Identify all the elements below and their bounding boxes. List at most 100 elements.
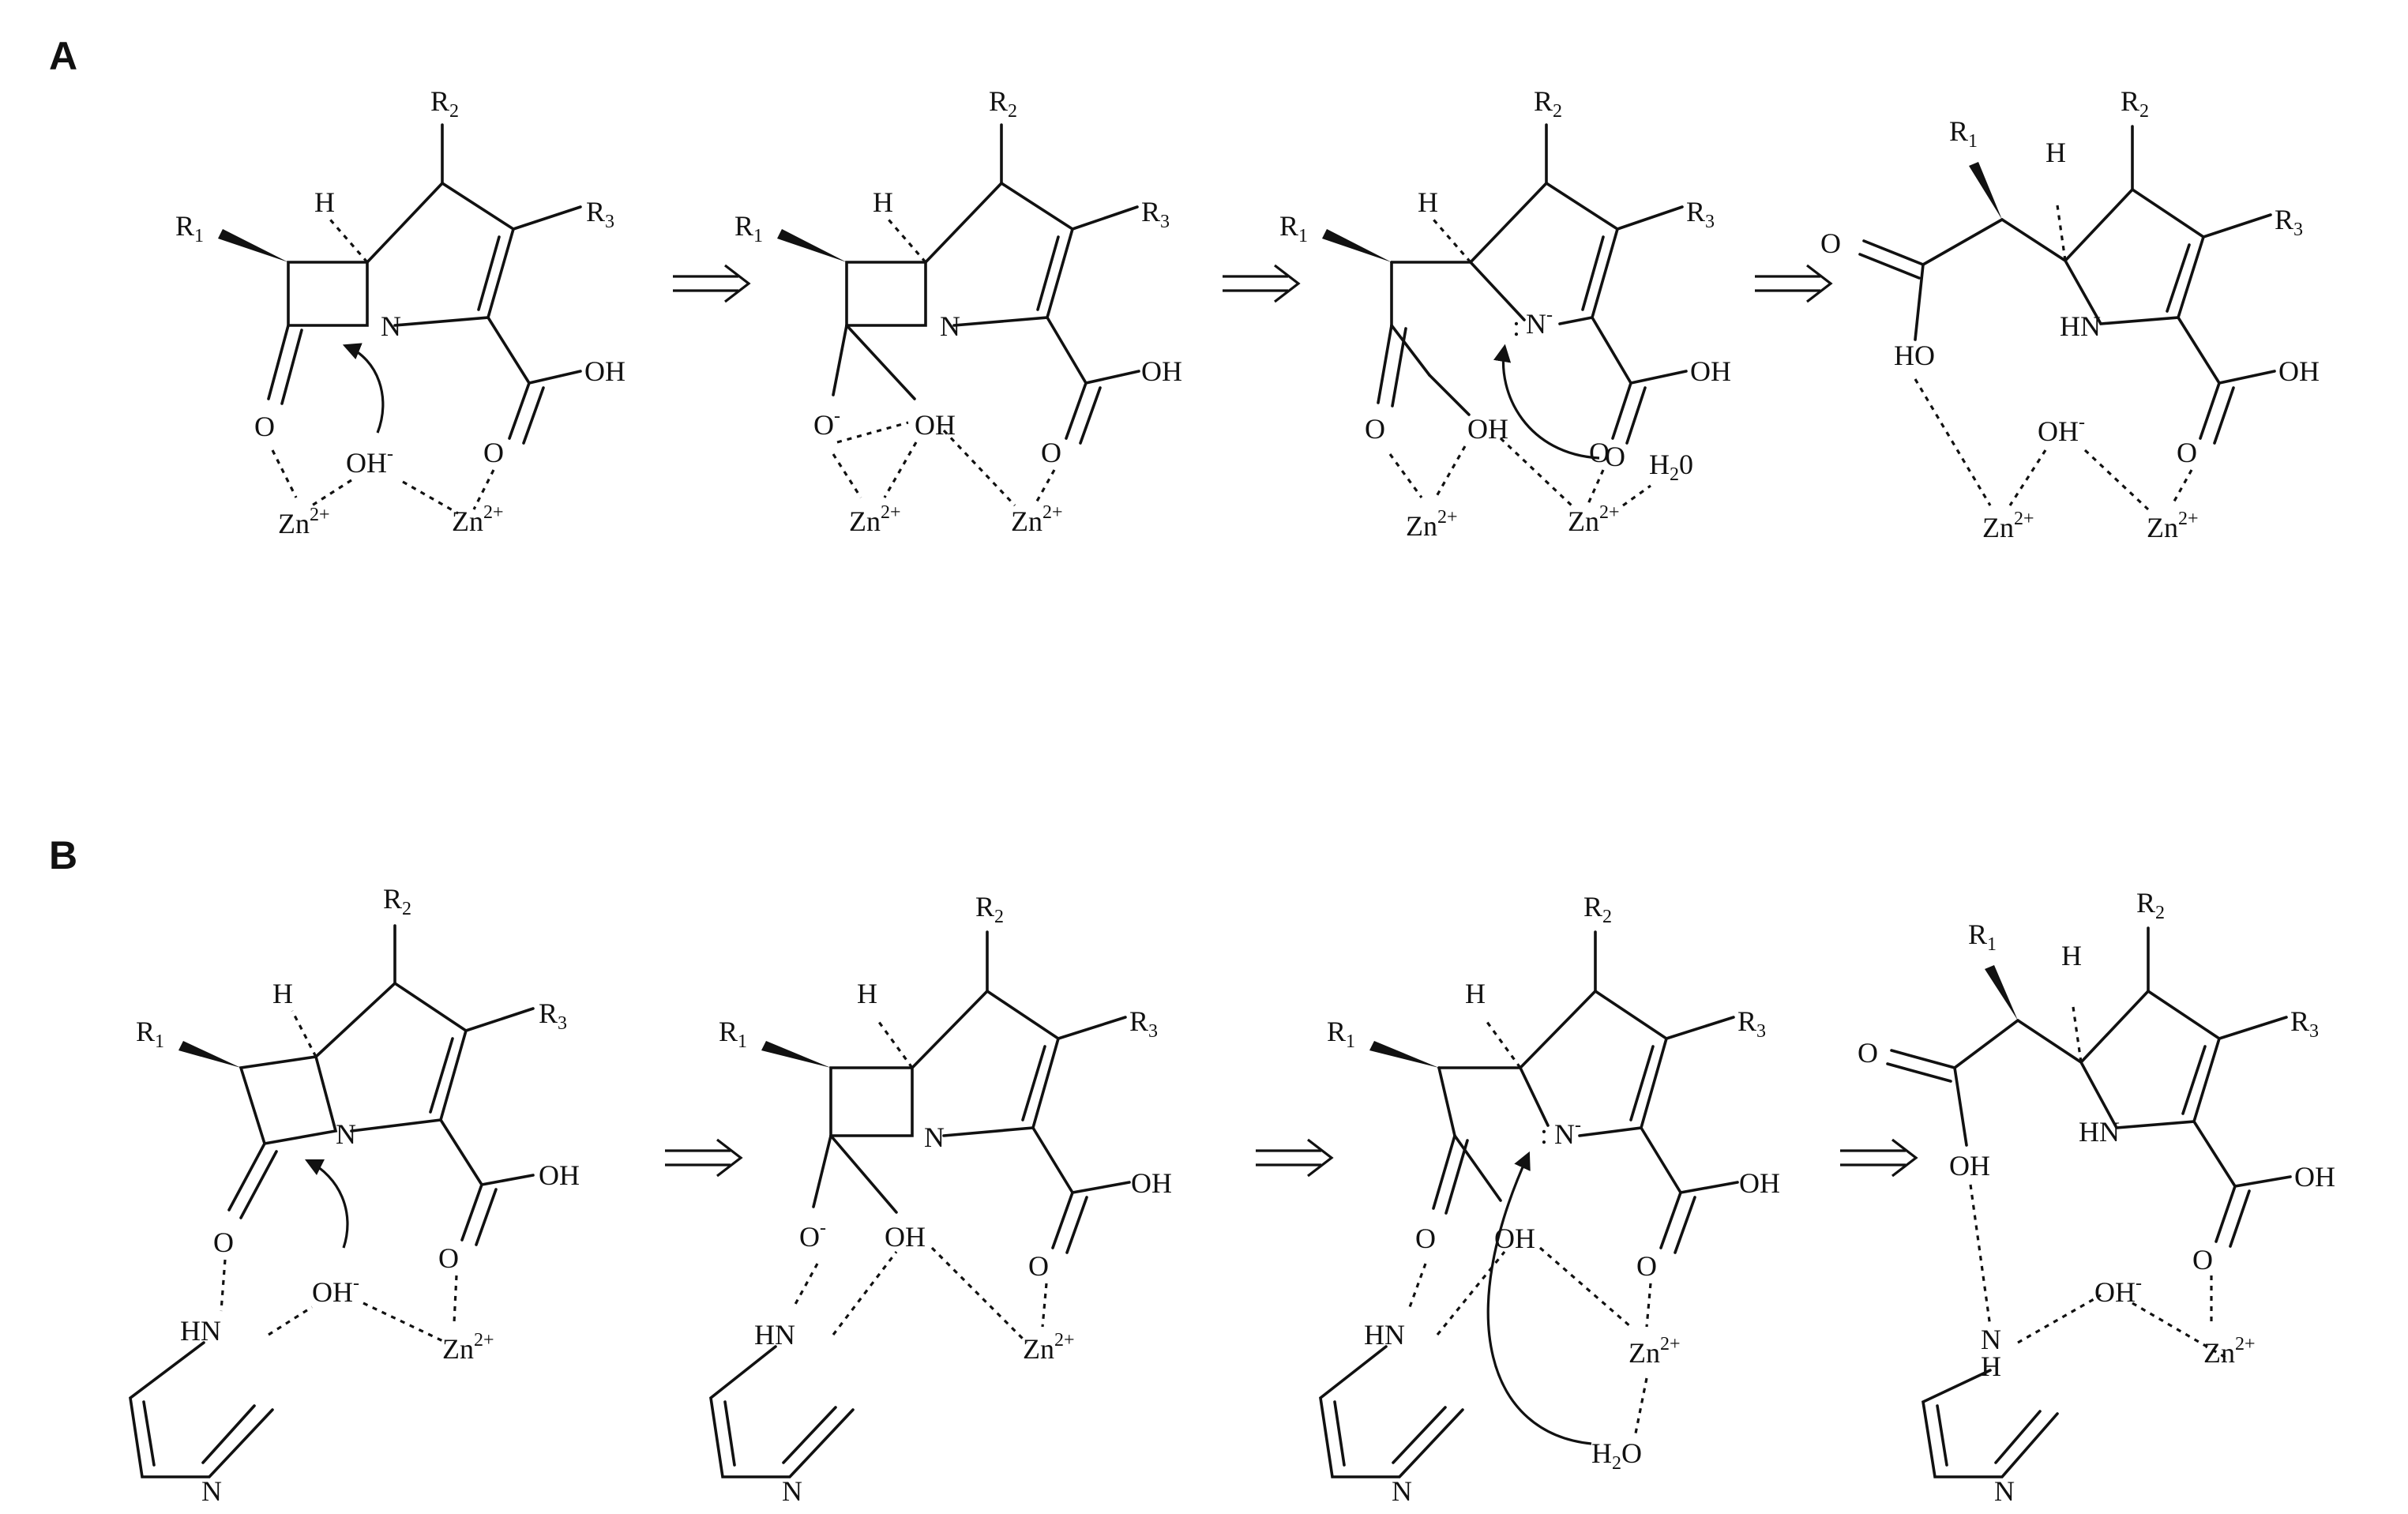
atom-h: H: [2061, 940, 2082, 971]
atom-hydroxide: OH-: [346, 444, 393, 479]
atom-carboxyl-oh: OH: [1131, 1167, 1172, 1199]
atom-h: H: [314, 186, 335, 218]
atom-h: H: [857, 978, 877, 1009]
atom-carboxyl-o: O: [1636, 1250, 1657, 1282]
structure-b3: R1 R2 R3 H : N- OH O O OH HN N Zn2+ H2O: [1319, 891, 1780, 1507]
atom-hydroxyl: OH: [885, 1221, 926, 1253]
panel-label-a: A: [49, 34, 77, 78]
structure-b4: R1 R2 R3 H HN OH O O OH OH- N H N Zn2+: [1858, 887, 2335, 1507]
atom-r2: R2: [1534, 85, 1562, 122]
atom-r3: R3: [1686, 196, 1715, 232]
atom-zn: Zn2+: [1023, 1330, 1075, 1365]
atom-imidazole-n: N: [782, 1475, 802, 1507]
atom-carboxyl-oh: OH: [2294, 1161, 2335, 1193]
structure-a3: R1 R2 R3 H : N- OH O O OH O H20 Zn2+ Zn2…: [1279, 85, 1731, 542]
atom-water-o: O: [1605, 441, 1625, 472]
atom-carboxyl-oh: OH: [1690, 355, 1731, 387]
atom-n: N: [924, 1121, 945, 1153]
atom-r2: R2: [383, 883, 411, 919]
atom-r1: R1: [719, 1016, 747, 1052]
reaction-arrow: [1755, 264, 1833, 303]
atom-hydroxide: OH-: [2094, 1273, 2142, 1308]
reaction-arrow: [1256, 1138, 1334, 1178]
atom-r1: R1: [175, 210, 204, 246]
atom-imidazole-nh: HN: [1364, 1319, 1405, 1351]
atom-r3: R3: [2275, 204, 2303, 240]
atom-h: H: [2045, 137, 2066, 168]
atom-r3: R3: [539, 997, 567, 1034]
atom-r1: R1: [136, 1016, 164, 1052]
atom-imidazole-n: N: [1994, 1475, 2015, 1507]
atom-carboxyl-o: O: [483, 437, 504, 468]
atom-zn: Zn2+: [1628, 1334, 1681, 1369]
atom-acid-o: O: [1820, 227, 1841, 259]
atom-h: H: [272, 978, 293, 1009]
structure-b1: R1 R2 R3 H N OH O O OH- HN N Zn2+: [129, 883, 580, 1507]
atom-ring-nh: HN: [2060, 310, 2101, 342]
atom-zn: Zn2+: [2203, 1334, 2256, 1369]
atom-h: H: [1465, 978, 1486, 1009]
atom-acid-o: O: [1858, 1037, 1878, 1069]
atom-h: H: [873, 186, 893, 218]
atom-imidazole-nh: HN: [754, 1319, 795, 1351]
panel-label-b: B: [49, 833, 77, 877]
atom-hydroxide: OH-: [312, 1273, 359, 1308]
atom-carboxyl-o: O: [2192, 1244, 2213, 1275]
atom-ring-nh: HN: [2079, 1116, 2120, 1148]
atom-carboxyl-o: O: [1028, 1250, 1049, 1282]
structure-b2: R1 R2 R3 H N OH O O- OH HN N Zn2+: [709, 891, 1172, 1507]
atom-n: N: [381, 310, 401, 342]
atom-carboxyl-o: O: [1041, 437, 1061, 468]
atom-r1: R1: [734, 210, 763, 246]
atom-acid-o: O: [1365, 413, 1385, 445]
atom-zn: Zn2+: [849, 502, 901, 537]
atom-imidazole-n: N: [1392, 1475, 1412, 1507]
atom-imidazole-n-top: N: [1981, 1324, 2001, 1355]
atom-carboxyl-oh: OH: [539, 1159, 580, 1191]
reaction-arrow: [665, 1138, 743, 1178]
atom-zn: Zn2+: [1568, 502, 1620, 537]
atom-alkoxide: O-: [799, 1218, 826, 1253]
reaction-arrow: [1840, 1138, 1918, 1178]
atom-h: H: [1418, 186, 1438, 218]
atom-n: N-: [1554, 1115, 1581, 1150]
atom-r2: R2: [975, 891, 1004, 927]
atom-water: H2O: [1591, 1437, 1642, 1474]
atom-imidazole-nh: HN: [180, 1315, 221, 1347]
atom-n: N-: [1526, 305, 1553, 340]
atom-r3: R3: [1129, 1005, 1158, 1042]
atom-r3: R3: [1737, 1005, 1766, 1042]
atom-lone-pair: :: [1512, 310, 1520, 342]
atom-carboxyl-oh: OH: [1739, 1167, 1780, 1199]
atom-zn: Zn2+: [1406, 507, 1458, 542]
atom-r2: R2: [1583, 891, 1612, 927]
atom-r3: R3: [2290, 1005, 2319, 1042]
panel-a: A: [49, 34, 2320, 543]
atom-lone-pair: :: [1540, 1118, 1548, 1150]
atom-carboxyl-o: O: [2177, 437, 2197, 468]
structure-a1: R1 R2 R3 H N OH O O OH- Zn2+ Zn2+: [175, 85, 625, 539]
atom-n: N: [336, 1118, 356, 1150]
atom-hydroxyl: OH: [915, 409, 956, 441]
atom-zn: Zn2+: [442, 1330, 494, 1365]
atom-r3: R3: [586, 196, 614, 232]
reaction-arrow: [1223, 264, 1301, 303]
atom-carboxyl-o: O: [1589, 437, 1610, 468]
atom-r1: R1: [1327, 1016, 1355, 1052]
atom-imidazole-h: H: [1981, 1351, 2001, 1382]
atom-lactam-o: O: [254, 411, 275, 442]
atom-zn: Zn2+: [1982, 509, 2034, 543]
atom-water: H20: [1649, 449, 1693, 485]
atom-r2: R2: [2121, 85, 2149, 122]
structure-a4: R1 R2 R3 H HN OH O O HO OH- Zn2+ Zn2+: [1820, 85, 2320, 543]
atom-alkoxide: O-: [813, 406, 840, 441]
atom-carboxyl-oh: OH: [1141, 355, 1182, 387]
atom-imidazole-n: N: [201, 1475, 222, 1507]
atom-acid-oh: OH: [1467, 413, 1508, 445]
panel-b: B: [49, 833, 2335, 1507]
atom-lactam-o: O: [213, 1227, 234, 1258]
atom-acid-o: O: [1415, 1223, 1436, 1254]
atom-zn: Zn2+: [278, 505, 330, 539]
atom-hydroxide: OH-: [2038, 412, 2085, 447]
